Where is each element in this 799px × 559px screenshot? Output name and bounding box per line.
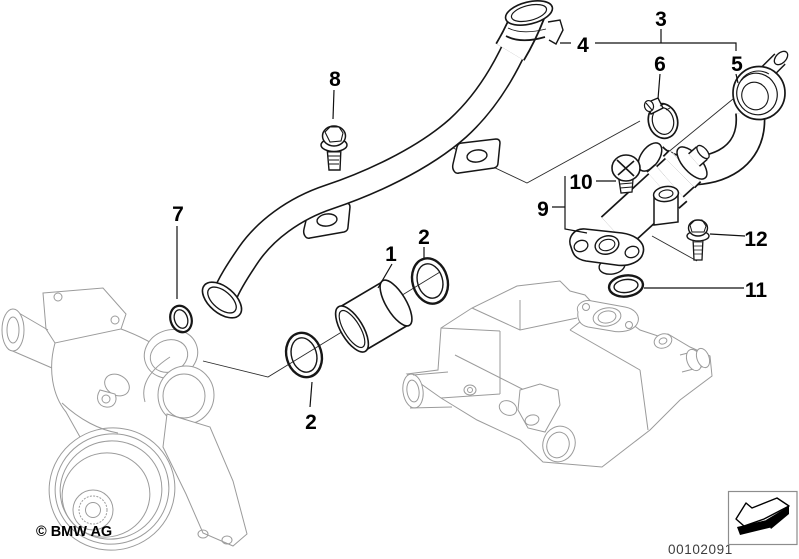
callout-8: 8	[329, 68, 341, 91]
callout-3: 3	[655, 8, 667, 31]
callout-2b: 2	[305, 411, 317, 434]
o-ring-part-11	[607, 274, 645, 298]
callout-11: 11	[745, 279, 768, 302]
bolt-part-8	[320, 125, 348, 171]
hose-clamp-part-6	[643, 97, 679, 140]
direction-arrow-icon	[727, 490, 798, 546]
cylinder-head-drawing	[402, 280, 713, 468]
adapter-sleeve-part-1	[334, 279, 413, 353]
callout-10: 10	[569, 171, 592, 194]
callout-12: 12	[744, 228, 767, 251]
sealing-screw-part-10	[611, 154, 641, 194]
document-number: 00102091	[668, 542, 733, 557]
callout-5: 5	[731, 53, 743, 76]
bmw-copyright-text: © BMW AG	[36, 524, 112, 540]
callout-7: 7	[172, 203, 184, 226]
callout-2a: 2	[418, 226, 430, 249]
coolant-pipe	[201, 0, 564, 319]
water-pump-drawing	[1, 287, 248, 551]
callout-4: 4	[577, 34, 589, 57]
callout-leader-lines	[176, 29, 746, 408]
callout-1: 1	[385, 243, 397, 266]
o-ring-part-2-upper	[410, 257, 450, 305]
o-ring-part-2-lower	[284, 331, 324, 379]
bolt-part-12	[686, 219, 710, 261]
connector-housing-part-9	[569, 144, 710, 275]
o-ring-part-7	[169, 304, 193, 334]
callout-6: 6	[654, 53, 666, 76]
callout-9: 9	[537, 198, 549, 221]
